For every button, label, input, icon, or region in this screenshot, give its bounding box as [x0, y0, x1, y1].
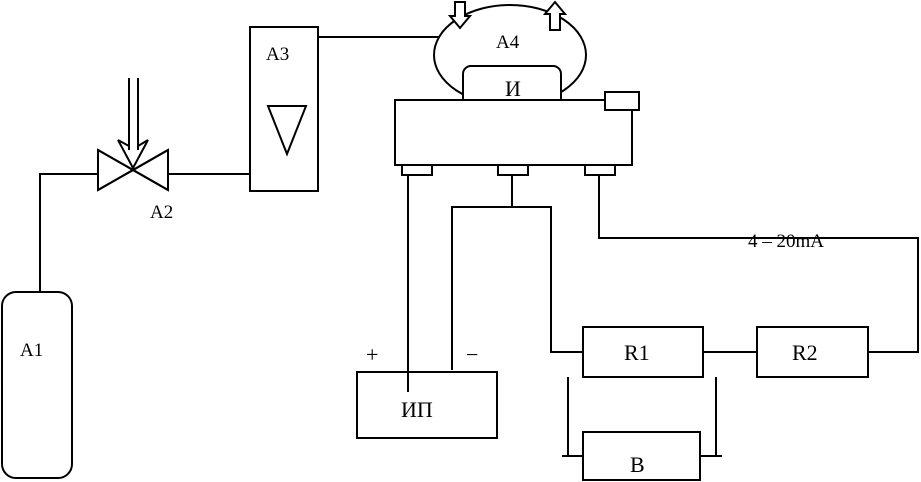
resistor-r1: R1	[582, 326, 704, 378]
voltmeter-b: B	[562, 377, 722, 481]
label-r1: R1	[624, 340, 650, 365]
label-a1: A1	[20, 340, 43, 361]
arrow-down-icon	[117, 78, 149, 171]
label-plus: +	[366, 342, 378, 367]
pipe-a1-a2	[39, 173, 98, 292]
label-power: ИП	[401, 397, 433, 422]
label-minus: −	[466, 342, 478, 367]
cylinder-a1: A1	[1, 291, 73, 479]
device-body	[394, 91, 640, 176]
label-signal: 4 – 20mA	[748, 231, 824, 252]
box-a3: A3	[249, 26, 319, 192]
wire-signal	[598, 175, 919, 353]
label-a4: A4	[496, 32, 520, 53]
wire-r1-return	[512, 206, 583, 353]
label-a2: A2	[150, 202, 173, 223]
label-sensor: И	[505, 76, 521, 101]
valve-a2: A2	[97, 78, 173, 223]
power-supply: ИП + −	[356, 342, 498, 439]
wire-minus	[451, 175, 513, 370]
outlet-arrow-icon	[542, 0, 568, 31]
triangle-icon	[266, 105, 308, 157]
label-voltmeter: B	[630, 452, 645, 477]
resistor-r2: R2	[756, 326, 869, 378]
sensor-box: И	[462, 65, 562, 109]
label-r2: R2	[792, 340, 818, 365]
label-a3: A3	[266, 44, 289, 65]
inlet-arrow-icon	[447, 1, 473, 30]
